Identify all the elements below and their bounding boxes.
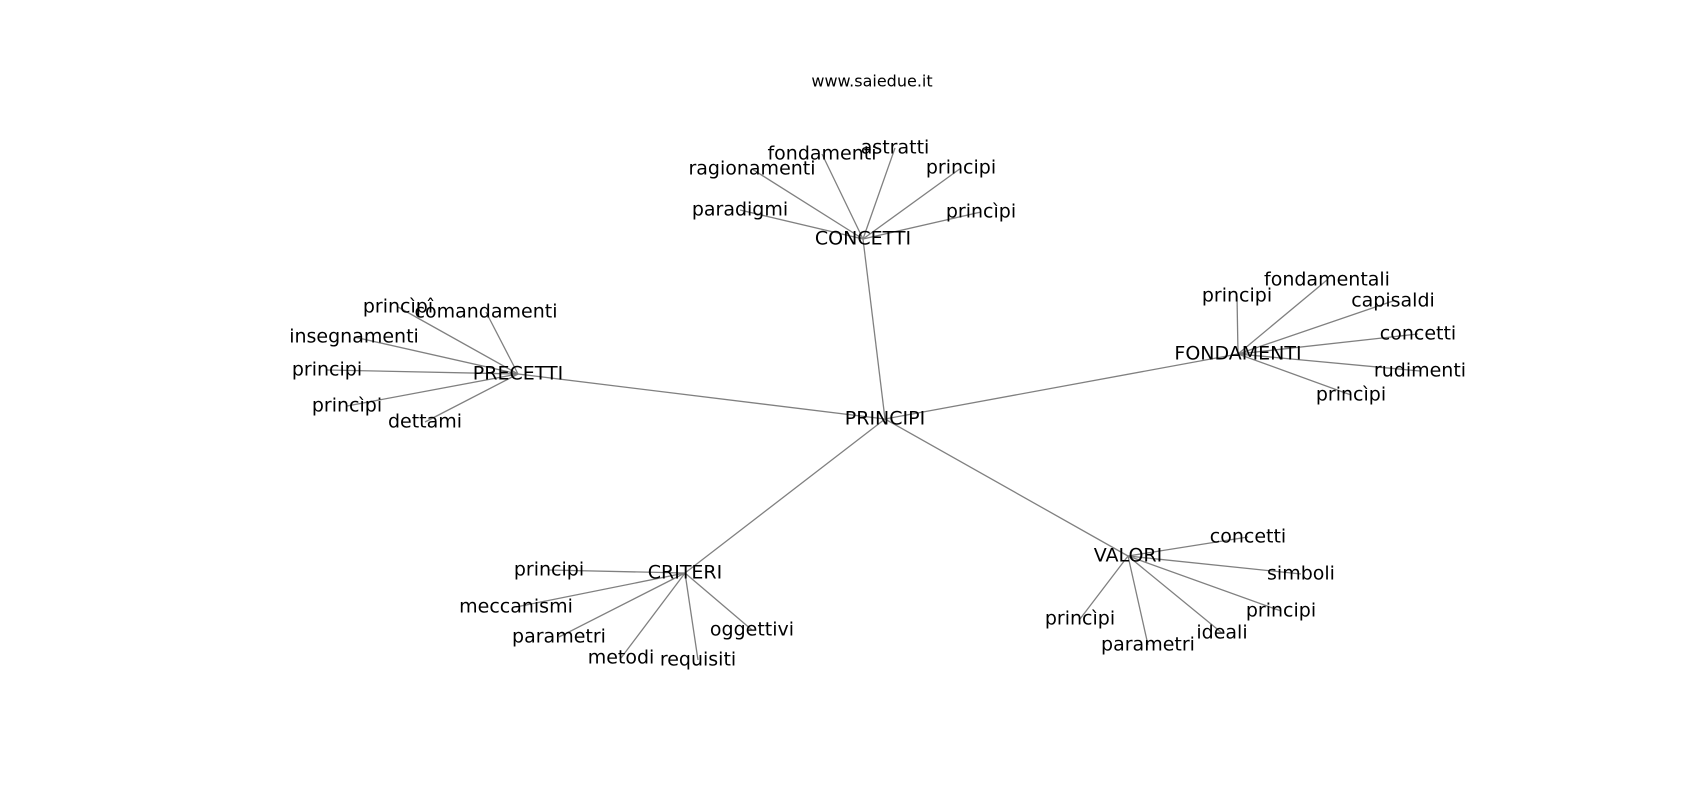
edge-criteri-leaf-4 [684,572,699,661]
edge-root-concetti [862,238,886,420]
edge-criteri-leaf-1 [515,572,686,608]
leaf-node-label: meccanismi [459,596,573,618]
leaf-node-label: fondamentali [1264,269,1390,291]
edge-concetti-leaf-4 [739,209,864,240]
edge-valori-leaf-3 [1127,555,1223,634]
leaf-node-label: concetti [1210,526,1286,548]
branch-node-precetti: PRECETTI [473,363,563,385]
edge-fondamenti-leaf-5 [1237,353,1352,396]
edge-precetti-leaf-5 [424,373,519,423]
branch-node-criteri: CRITERI [648,562,723,584]
leaf-node-label: princìpî [363,296,434,318]
branch-node-fondamenti: FONDAMENTI [1174,343,1301,365]
leaf-node-label: ideali [1196,622,1247,644]
edge-criteri-leaf-2 [558,572,686,638]
leaf-node-label: astratti [861,137,930,159]
root-node-label: PRINCIPI [845,408,925,430]
leaf-node-label: principi [926,157,996,179]
edge-concetti-leaf-5 [862,211,982,240]
leaf-node-label: princìpi [1316,384,1386,406]
edge-criteri-leaf-0 [548,569,686,574]
leaf-node-label: ragionamenti [688,158,815,180]
edge-valori-leaf-1 [1127,555,1302,575]
leaf-node-label: principi [514,559,584,581]
edge-precetti-leaf-3 [326,369,519,375]
edge-concetti-leaf-0 [751,168,864,240]
edge-concetti-leaf-2 [862,147,896,240]
edge-valori-leaf-0 [1127,536,1249,557]
leaf-node-label: princìpi [946,201,1016,223]
edge-root-fondamenti [884,353,1239,420]
leaf-node-label: principi [292,359,362,381]
leaf-node-label: rudimenti [1374,360,1466,382]
edge-fondamenti-leaf-2 [1237,300,1394,355]
leaf-node-label: parametri [1101,634,1195,656]
site-label: www.saiedue.it [811,72,932,91]
leaf-node-label: metodi [588,647,655,669]
edge-valori-leaf-2 [1127,555,1282,612]
leaf-node-label: comandamenti [415,301,558,323]
leaf-node-label: princìpi [1045,608,1115,630]
leaf-node-label: oggettivi [710,619,794,641]
edge-root-criteri [684,418,886,574]
leaf-node-label: insegnamenti [289,326,419,348]
leaf-node-label: simboli [1267,563,1335,585]
branch-node-concetti: CONCETTI [815,228,911,250]
graph-labels: www.saiedue.it ragionamentifondamentiast… [289,72,1466,671]
edge-fondamenti-leaf-3 [1237,333,1419,355]
leaf-node-label: princìpi [312,395,382,417]
edge-precetti-leaf-0 [397,306,519,375]
leaf-node-label: concetti [1380,323,1456,345]
leaf-node-label: principi [1202,285,1272,307]
edge-criteri-leaf-5 [684,572,753,631]
edge-concetti-leaf-1 [821,153,864,240]
leaf-node-label: principi [1246,600,1316,622]
edge-precetti-leaf-1 [485,311,519,375]
edge-criteri-leaf-3 [620,572,686,659]
edge-fondamenti-leaf-1 [1237,279,1328,355]
edge-precetti-leaf-4 [346,373,519,407]
edge-root-precetti [517,373,886,420]
edge-valori-leaf-5 [1079,555,1129,620]
leaf-node-label: paradigmi [692,199,788,221]
branch-node-valori: VALORI [1094,545,1162,567]
leaf-node-label: requisiti [660,649,736,671]
graph-edges [326,147,1421,661]
edge-precetti-leaf-2 [353,336,519,375]
edge-concetti-leaf-3 [862,167,962,240]
leaf-node-label: parametri [512,626,606,648]
edge-fondamenti-leaf-4 [1237,353,1421,372]
edge-root-valori [884,418,1129,557]
leaf-node-label: dettami [388,411,462,433]
edge-fondamenti-leaf-0 [1236,295,1239,355]
leaf-node-label: capisaldi [1351,290,1435,312]
leaf-node-label: fondamenti [767,143,876,165]
edge-valori-leaf-4 [1127,555,1149,646]
